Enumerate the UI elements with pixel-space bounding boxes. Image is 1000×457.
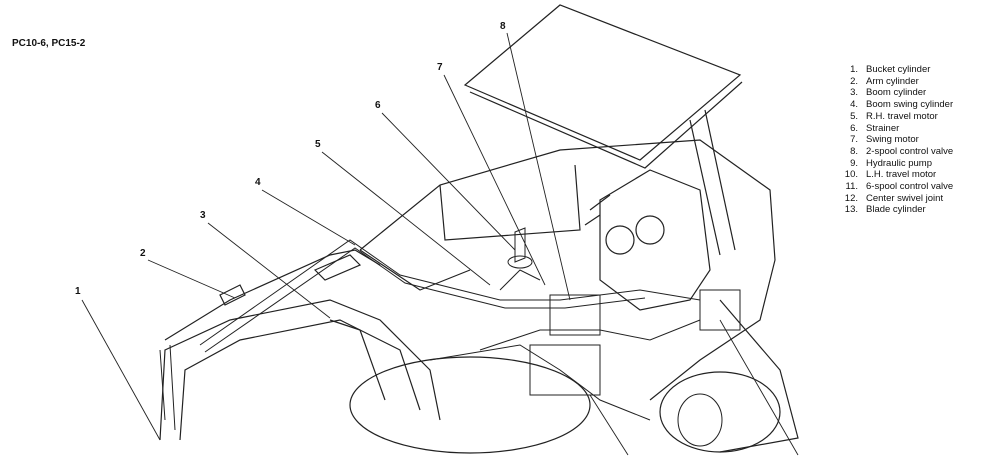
legend-label: Center swivel joint [866, 192, 944, 204]
legend-label: Boom swing cylinder [866, 99, 954, 111]
parts-legend: 1. Bucket cylinder 2. Arm cylinder 3. Boom cy… [838, 64, 953, 216]
legend-item: 5. R.H. travel motor [838, 111, 953, 123]
legend-label: R.H. travel motor [866, 110, 938, 122]
legend-number: 9. [850, 157, 858, 169]
callout-7: 7 [437, 62, 443, 73]
callout-6: 6 [375, 100, 381, 111]
legend-label: Swing motor [866, 134, 919, 146]
legend-number: 11. [845, 181, 858, 193]
legend-number: 8. [850, 145, 858, 157]
legend-item: 2. Arm cylinder [838, 76, 953, 88]
legend-item: 3. Boom cylinder [838, 87, 953, 99]
legend-item: 1. Bucket cylinder [838, 64, 953, 76]
legend-item: 13. Blade cylinder [838, 204, 953, 216]
legend-number: 12. [844, 192, 858, 204]
legend-item: 12. Center swivel joint [838, 193, 953, 205]
callout-4: 4 [255, 177, 261, 188]
hydraulic-hoses [159, 227, 741, 447]
legend-item: 6. Strainer [838, 123, 953, 135]
legend-item: 8. 2-spool control valve [838, 146, 953, 158]
legend-number: 3. [850, 87, 858, 99]
legend-number: 5. [850, 110, 858, 122]
legend-label: Blade cylinder [866, 204, 926, 216]
boom-arm [159, 249, 441, 441]
callout-3: 3 [200, 210, 206, 221]
legend-number: 6. [850, 122, 858, 134]
legend-label: 2-spool control valve [866, 145, 954, 157]
legend-label: L.H. travel motor [866, 169, 937, 181]
legend-number: 4. [850, 99, 858, 111]
callout-1: 1 [75, 286, 81, 297]
legend-number: 7. [850, 134, 858, 146]
callout-2: 2 [140, 248, 146, 259]
legend-item: 7. Swing motor [838, 134, 953, 146]
legend-item: 4. Boom swing cylinder [838, 99, 953, 111]
legend-number: 2. [850, 75, 858, 87]
legend-number: 1. [850, 64, 858, 75]
callout-8: 8 [500, 21, 506, 32]
legend-item: 10. L.H. travel motor [838, 169, 953, 181]
legend-label: Hydraulic pump [866, 157, 932, 169]
legend-number: 13. [844, 204, 858, 216]
canopy [463, 4, 743, 256]
legend-label: Bucket cylinder [866, 64, 931, 75]
legend-label: 6-spool control valve [866, 181, 954, 193]
legend-item: 11. 6-spool control valve [838, 181, 953, 193]
model-title: PC10-6, PC15-2 [12, 38, 86, 49]
legend-label: Arm cylinder [866, 75, 919, 87]
callout-5: 5 [315, 139, 321, 150]
legend-item: 9. Hydraulic pump [838, 158, 953, 170]
leader-lines [81, 32, 799, 456]
legend-label: Boom cylinder [866, 87, 927, 99]
machine-body [349, 139, 799, 454]
legend-label: Strainer [866, 122, 900, 134]
legend-number: 10. [844, 169, 858, 181]
engine [584, 169, 711, 311]
